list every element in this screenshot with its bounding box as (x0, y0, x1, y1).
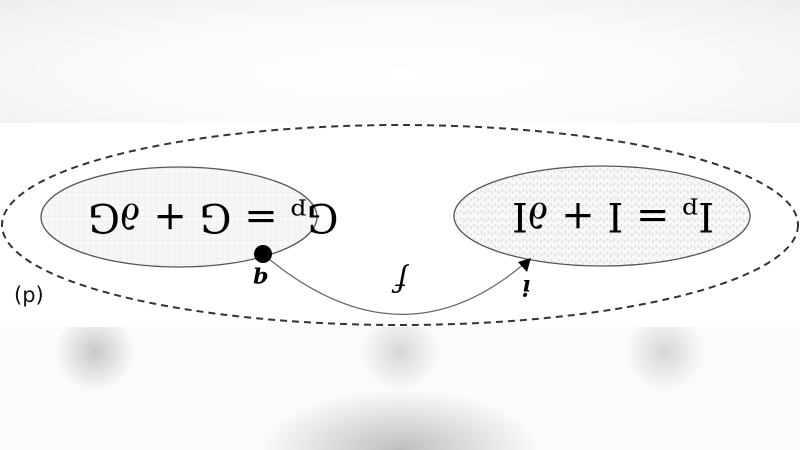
target-point-label: i (522, 274, 531, 300)
mapping-arrow (262, 253, 526, 315)
blurred-background-top (0, 0, 800, 123)
panel-label: (p) (14, 283, 44, 307)
left-set-equation: Gₚ = G + ∂G (88, 194, 339, 240)
right-set-equation: Iₚ = I + ∂I (512, 193, 714, 239)
arrowhead-icon (518, 258, 531, 272)
left-set-ellipse (40, 166, 318, 268)
blurred-background-bottom (0, 327, 800, 450)
right-set-ellipse (453, 165, 751, 267)
outer-dashed-region (1, 124, 799, 326)
mapping-label: f (396, 262, 408, 297)
source-point-marker (254, 245, 272, 263)
source-point-label: q (253, 266, 269, 292)
